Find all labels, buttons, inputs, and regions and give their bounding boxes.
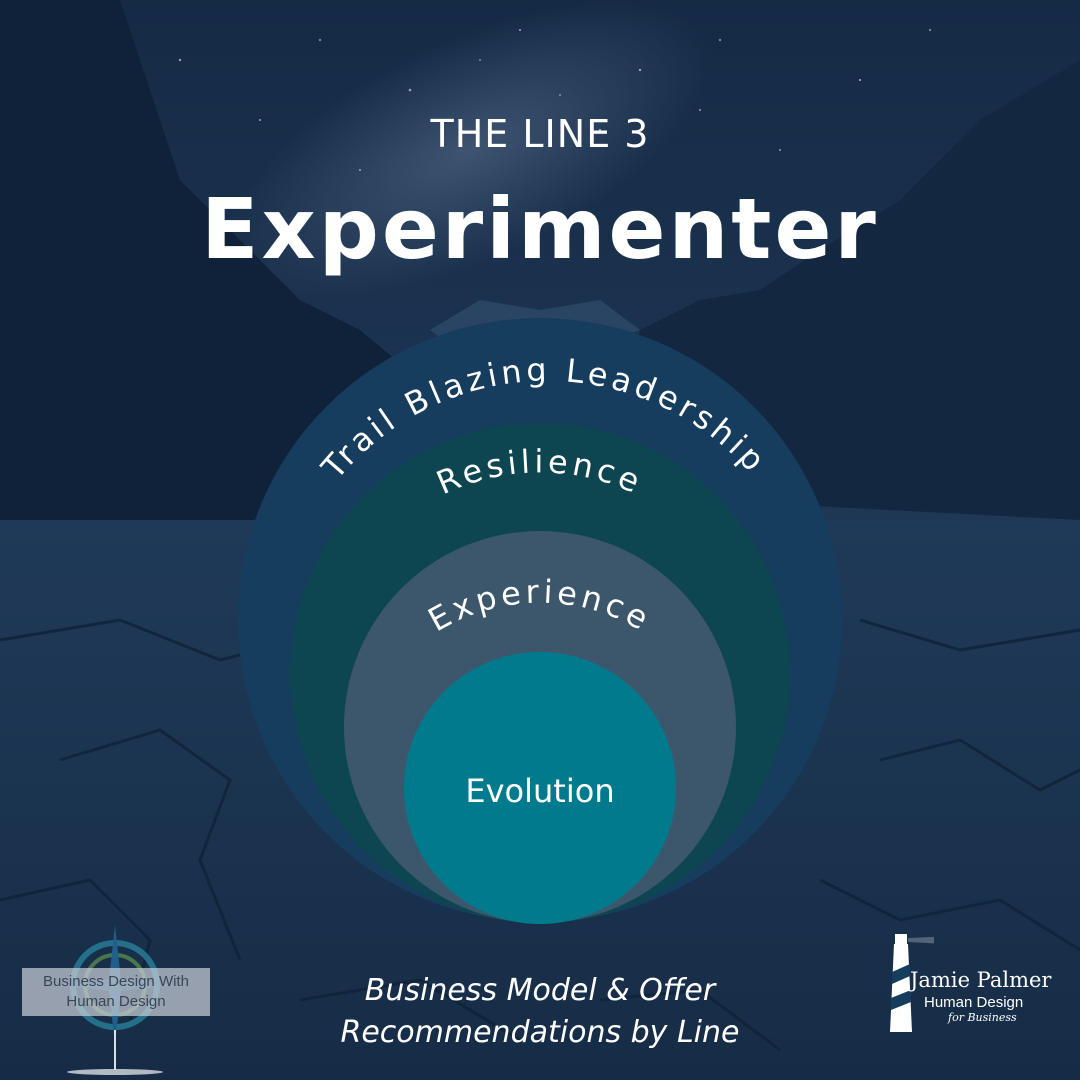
ring-label-evolution: Evolution: [465, 772, 614, 810]
jamie-palmer-logo: Jamie Palmer Human Design for Business: [874, 928, 1064, 1048]
logo-right-for: for Business: [948, 1011, 1017, 1024]
logo-right-sub: Human Design: [924, 994, 1024, 1011]
logo-text-box: Business Design With Human Design: [22, 968, 210, 1016]
lighthouse-icon: [890, 934, 934, 1032]
page-title: Experimenter: [201, 180, 879, 278]
footer-line-2: Recommendations by Line: [340, 1015, 740, 1050]
logo-left-line-1: Business Design With: [43, 973, 189, 990]
footer-caption: Business Model & Offer Recommendations b…: [240, 970, 840, 1054]
subtitle: THE LINE 3: [430, 112, 650, 156]
ring-evolution: [404, 652, 676, 924]
business-design-logo: Business Design With Human Design: [20, 920, 220, 1080]
logo-left-line-2: Human Design: [66, 993, 166, 1010]
logo-right-name: Jamie Palmer: [910, 968, 1052, 992]
footer-line-1: Business Model & Offer: [364, 973, 716, 1008]
